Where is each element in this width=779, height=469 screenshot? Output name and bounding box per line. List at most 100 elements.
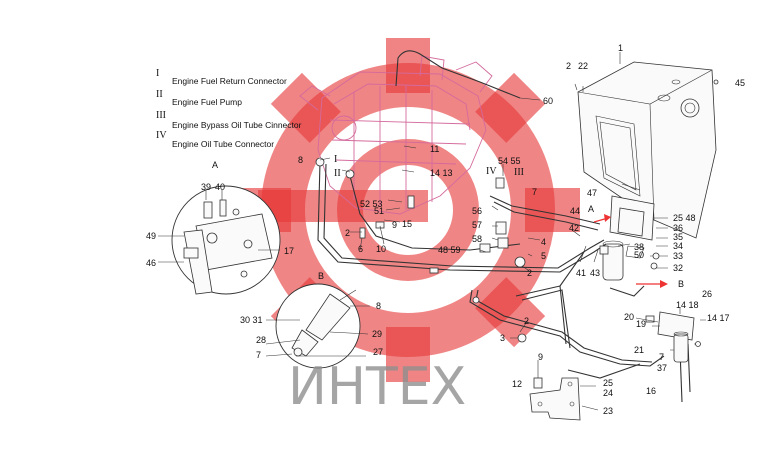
callout: 10 <box>376 244 386 254</box>
callout: 47 <box>587 188 597 198</box>
callout: 43 <box>590 268 600 278</box>
callout: 25 48 <box>673 213 696 223</box>
legend-numeral-2: II <box>156 89 163 100</box>
callout: 2 <box>345 228 350 238</box>
callout: 57 <box>472 220 482 230</box>
leader-detail-b <box>265 305 370 357</box>
callout: B <box>678 279 684 289</box>
callout: 14 13 <box>430 168 453 178</box>
leader-60 <box>519 97 541 101</box>
leader-detail-a <box>158 235 280 263</box>
filter-bracket <box>602 195 655 281</box>
engine-outline <box>299 55 493 215</box>
callout: 22 <box>578 61 588 71</box>
callout: III <box>514 167 524 178</box>
callout: 4 <box>541 237 546 247</box>
mount-bracket <box>529 377 581 421</box>
callout: 50 <box>634 250 644 260</box>
detail-b <box>275 283 361 369</box>
callout: 51 <box>374 206 384 216</box>
callout: 8 <box>298 155 303 165</box>
callout: 2 <box>566 61 571 71</box>
callout: 41 <box>576 268 586 278</box>
callout: 9 <box>538 352 543 362</box>
detail-arrows <box>593 214 668 288</box>
callout: 49 <box>146 231 156 241</box>
fuel-lines <box>317 161 691 403</box>
callout: 23 <box>603 406 613 416</box>
callout: 39 <box>201 182 211 192</box>
callout: IV <box>486 166 497 177</box>
legend-text-1: Engine Fuel Return Connector <box>172 76 287 86</box>
legend-text-4: Engine Oil Tube Connector <box>172 139 274 149</box>
clamp-12 <box>533 377 543 389</box>
callout: 52 53 <box>360 199 383 209</box>
leader-filter-right <box>635 308 706 351</box>
breather-hose <box>395 50 521 99</box>
callout: 58 <box>472 234 482 244</box>
fittings <box>315 157 655 343</box>
callout: 9 <box>392 220 397 230</box>
callout: 37 <box>657 363 667 373</box>
callout: II <box>334 168 341 179</box>
drain-plug-45 <box>713 79 719 85</box>
callout: 29 <box>372 329 382 339</box>
callout: 48 59 <box>438 245 461 255</box>
legend: I Engine Fuel Return Connector II Engine… <box>156 68 302 149</box>
leader-lines <box>319 145 641 339</box>
callout: 35 <box>673 232 683 242</box>
callout: 56 <box>472 206 482 216</box>
callout: 54 55 <box>498 156 521 166</box>
callout: 14 17 <box>707 313 730 323</box>
callout: 24 <box>603 388 613 398</box>
callout: 30 31 <box>240 315 263 325</box>
detail-a-title: A <box>212 160 218 170</box>
callout: 5 <box>541 251 546 261</box>
callout: 7 <box>532 187 537 197</box>
fuel-tank <box>577 61 717 239</box>
legend-numeral-3: III <box>156 110 166 121</box>
callout: 27 <box>373 347 383 357</box>
callout: 33 <box>673 251 683 261</box>
callout: 28 <box>256 335 266 345</box>
callout: 6 <box>358 244 363 254</box>
legend-numeral-1: I <box>156 68 159 79</box>
leader-23-25 <box>580 385 599 411</box>
callout: 42 <box>569 223 579 233</box>
callout: I <box>334 154 337 165</box>
callout: 19 <box>636 319 646 329</box>
secondary-filter <box>657 311 695 363</box>
callout: 14 18 <box>676 300 699 310</box>
callout: 17 <box>284 246 294 256</box>
callout: 34 <box>673 241 683 251</box>
callout: 21 <box>634 345 644 355</box>
watermark-text: ИНТЕХ <box>288 357 466 417</box>
callout: 36 <box>673 223 683 233</box>
callout: 11 <box>430 144 439 154</box>
callout: 26 <box>702 289 712 299</box>
callout: 25 <box>603 378 613 388</box>
callout: 8 <box>376 301 381 311</box>
callout: 1 <box>618 43 623 53</box>
callout-labels: 1 2 22 45 60 8 I II 11 14 13 54 55 IV II… <box>146 43 745 416</box>
callout: 7 <box>659 352 664 362</box>
detail-a <box>171 185 281 295</box>
callout: 38 <box>634 242 644 252</box>
callout: 44 <box>570 206 580 216</box>
legend-numeral-4: IV <box>156 130 167 141</box>
callout: 45 <box>735 78 745 88</box>
leader-tank-right <box>650 217 668 269</box>
callout: 32 <box>673 263 683 273</box>
callout: 12 <box>512 379 522 389</box>
callout: 20 <box>624 312 634 322</box>
leader-2-22 <box>574 83 584 92</box>
legend-text-2: Engine Fuel Pump <box>172 97 242 107</box>
callout: A <box>588 204 594 214</box>
callout: 2 <box>524 316 529 326</box>
callout: 15 <box>402 219 412 229</box>
callout: 7 <box>256 350 261 360</box>
legend-text-3: Engine Bypass Oil Tube Cinnector <box>172 120 302 130</box>
callout: 40 <box>215 182 225 192</box>
